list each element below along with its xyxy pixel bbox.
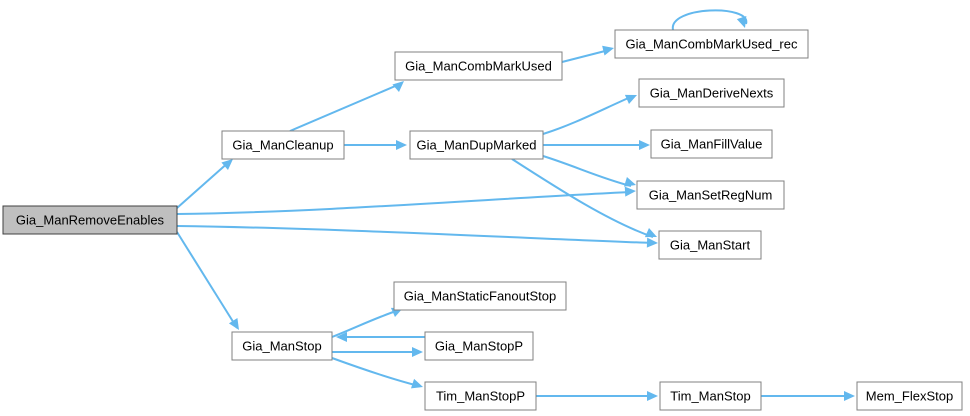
arrow-tim-manstopp-in bbox=[410, 378, 423, 389]
graph-node-start[interactable]: Gia_ManStart bbox=[658, 230, 762, 260]
node-label-tim_manstopp: Tim_ManStopP bbox=[436, 388, 525, 403]
node-box-combmarkused_rec[interactable] bbox=[614, 29, 809, 59]
edge-cleanup-to-combmarkused bbox=[289, 83, 401, 132]
graph-node-staticfanoutstop[interactable]: Gia_ManStaticFanoutStop bbox=[393, 281, 567, 311]
arrow-start-in-root bbox=[646, 237, 658, 248]
node-label-combmarkused: Gia_ManCombMarkUsed bbox=[405, 58, 552, 73]
node-box-cleanup[interactable] bbox=[221, 130, 345, 160]
node-box-manstopp[interactable] bbox=[424, 331, 534, 361]
graph-node-setregnum[interactable]: Gia_ManSetRegNum bbox=[636, 180, 785, 210]
node-label-manstopp: Gia_ManStopP bbox=[435, 338, 523, 353]
arrow-manstopp-in bbox=[412, 347, 423, 357]
arrow-setregnum-in-dup bbox=[624, 177, 636, 187]
arrow-cleanup-in bbox=[221, 159, 233, 170]
edge-manstop-to-staticfanoutstop bbox=[331, 309, 400, 338]
node-box-fillvalue[interactable] bbox=[650, 129, 773, 159]
graph-node-mem_flexstop[interactable]: Mem_FlexStop bbox=[856, 381, 963, 411]
node-label-fillvalue: Gia_ManFillValue bbox=[661, 136, 763, 151]
graph-node-tim_manstopp[interactable]: Tim_ManStopP bbox=[424, 381, 537, 411]
graph-node-cleanup[interactable]: Gia_ManCleanup bbox=[221, 130, 345, 160]
arrow-fillvalue-in bbox=[639, 140, 650, 150]
node-label-root: Gia_ManRemoveEnables bbox=[16, 212, 165, 227]
edge-root-to-setregnum bbox=[176, 191, 632, 215]
node-label-mem_flexstop: Mem_FlexStop bbox=[866, 388, 953, 403]
edge-dupmarked-to-setregnum bbox=[542, 155, 632, 187]
node-label-start: Gia_ManStart bbox=[670, 237, 751, 252]
edge-rec-self-loop bbox=[671, 9, 748, 31]
node-label-dupmarked: Gia_ManDupMarked bbox=[417, 137, 537, 152]
graph-node-root[interactable]: Gia_ManRemoveEnables bbox=[2, 205, 178, 235]
node-label-tim_manstop: Tim_ManStop bbox=[670, 388, 750, 403]
graph-node-combmarkused[interactable]: Gia_ManCombMarkUsed bbox=[394, 51, 563, 81]
node-box-tim_manstop[interactable] bbox=[659, 381, 762, 411]
graph-node-manstop[interactable]: Gia_ManStop bbox=[231, 331, 333, 361]
arrow-combmarkused-in bbox=[392, 81, 404, 92]
graph-node-tim_manstop[interactable]: Tim_ManStop bbox=[659, 381, 762, 411]
node-box-start[interactable] bbox=[658, 230, 762, 260]
node-box-staticfanoutstop[interactable] bbox=[393, 281, 567, 311]
node-box-manstop[interactable] bbox=[231, 331, 333, 361]
arrow-manstop-in-stopp bbox=[336, 332, 347, 342]
arrowhead-layer bbox=[221, 15, 855, 401]
node-layer: Gia_ManRemoveEnablesGia_ManCleanupGia_Ma… bbox=[2, 29, 963, 411]
node-label-derivenexts: Gia_ManDeriveNexts bbox=[650, 85, 774, 100]
node-box-combmarkused[interactable] bbox=[394, 51, 563, 81]
arrow-dupmarked-in bbox=[396, 140, 407, 150]
arrow-derivenexts-in bbox=[624, 94, 637, 105]
node-box-tim_manstopp[interactable] bbox=[424, 381, 537, 411]
node-label-combmarkused_rec: Gia_ManCombMarkUsed_rec bbox=[626, 36, 798, 51]
edge-root-to-manstop bbox=[176, 231, 238, 329]
node-box-setregnum[interactable] bbox=[636, 180, 785, 210]
arrow-mem-flexstop-in bbox=[844, 391, 855, 401]
edge-combmarkused-to-rec bbox=[561, 49, 610, 63]
arrow-tim-manstop-in bbox=[647, 391, 658, 401]
arrow-rec-in bbox=[602, 45, 614, 56]
graph-node-dupmarked[interactable]: Gia_ManDupMarked bbox=[409, 130, 544, 160]
arrow-start-in-dup bbox=[644, 227, 657, 238]
node-box-mem_flexstop[interactable] bbox=[856, 381, 963, 411]
edge-dupmarked-to-start bbox=[511, 158, 654, 238]
node-box-dupmarked[interactable] bbox=[409, 130, 544, 160]
graph-node-combmarkused_rec[interactable]: Gia_ManCombMarkUsed_rec bbox=[614, 29, 809, 59]
edge-layer bbox=[176, 9, 851, 397]
graph-node-manstopp[interactable]: Gia_ManStopP bbox=[424, 331, 534, 361]
node-box-root[interactable] bbox=[2, 205, 178, 235]
edge-root-to-start bbox=[176, 225, 654, 244]
node-label-manstop: Gia_ManStop bbox=[242, 338, 322, 353]
edge-manstop-to-tim-manstopp bbox=[331, 357, 420, 387]
edge-dupmarked-to-derivenexts bbox=[542, 95, 634, 135]
node-label-setregnum: Gia_ManSetRegNum bbox=[649, 187, 773, 202]
graph-node-derivenexts[interactable]: Gia_ManDeriveNexts bbox=[638, 78, 785, 108]
node-label-staticfanoutstop: Gia_ManStaticFanoutStop bbox=[404, 288, 556, 303]
edge-root-to-cleanup bbox=[176, 160, 231, 209]
graph-node-fillvalue[interactable]: Gia_ManFillValue bbox=[650, 129, 773, 159]
arrow-manstop-in bbox=[228, 318, 239, 330]
node-label-cleanup: Gia_ManCleanup bbox=[232, 137, 333, 152]
arrow-rec-self-in bbox=[736, 15, 747, 28]
node-box-derivenexts[interactable] bbox=[638, 78, 785, 108]
arrow-setregnum-in-root bbox=[624, 186, 636, 197]
